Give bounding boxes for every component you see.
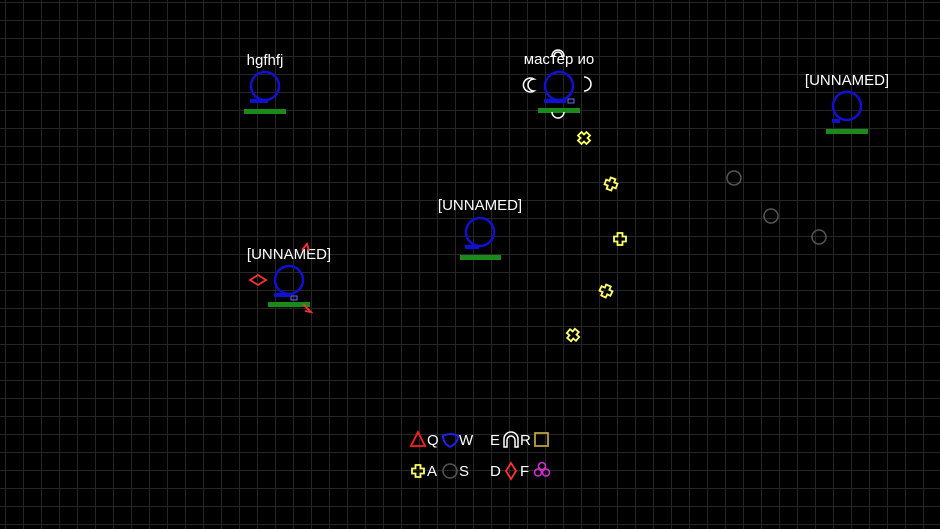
triangle-icon [409,429,427,447]
ability-r[interactable]: R [520,432,549,449]
ability-key-label: R [520,432,531,449]
arch-icon [503,431,519,448]
player-ring [249,70,281,102]
pickups [565,130,627,343]
ability-key-label: F [520,463,529,480]
trefoil-icon [533,461,551,477]
player-health-bar [538,108,580,113]
ability-key-label: D [490,463,501,480]
square-icon [534,432,549,447]
arch-shield-icon [583,76,592,92]
cross-pickup-icon [576,130,592,146]
ability-key-label: A [427,463,437,480]
mine-icon [726,170,742,186]
player-facing-marker [465,245,479,249]
player-ring [273,264,305,296]
ability-a[interactable]: A [411,463,437,480]
circle-icon [442,463,458,479]
player-hgfhfj: hgfhfj [244,52,286,114]
player-ring [831,90,863,122]
mines [726,170,827,245]
player-master-io: мастер ио [522,49,594,119]
player-unnamed-1: [UNNAMED] [805,72,889,134]
ability-key-label: E [490,432,500,449]
ability-s[interactable]: S [442,463,469,480]
cross-icon [411,464,425,478]
player-health-bar [826,129,868,134]
ability-f[interactable]: F [520,461,551,481]
ability-bar: Q W E R A S D F [409,429,551,481]
ability-d[interactable]: D [490,461,518,481]
heart-shield-icon [442,433,459,449]
arch-shield-icon [522,77,537,93]
cross-pickup-icon [613,232,627,246]
diamond-icon [504,461,518,481]
diamond-projectile-icon [248,273,268,287]
player-name-label: мастер ио [524,51,594,68]
player-health-bar [244,109,286,114]
red-projectile-icon [302,303,314,314]
red-projectile-icon [301,242,310,252]
player-ring [464,216,496,248]
arch-shield-icon [551,111,565,119]
player-health-bar [460,255,501,260]
mine-icon [763,208,779,224]
mine-icon [811,229,827,245]
player-name-label: [UNNAMED] [247,246,331,263]
player-name-label: hgfhfj [247,52,284,69]
ability-q[interactable]: Q [409,429,439,449]
player-unnamed-3: [UNNAMED] [247,242,331,314]
ability-e[interactable]: E [490,431,519,449]
ability-key-label: S [459,463,469,480]
player-ring [543,70,575,102]
cross-pickup-icon [598,283,614,299]
ability-key-label: Q [427,432,439,449]
player-facing-marker [544,99,566,103]
player-status-marker [290,295,298,301]
player-name-label: [UNNAMED] [438,197,522,214]
cross-pickup-icon [565,327,581,343]
player-facing-marker [250,99,268,103]
player-status-marker [567,98,575,104]
cross-pickup-icon [603,176,619,192]
player-facing-marker [832,119,840,123]
player-unnamed-2: [UNNAMED] [438,197,522,260]
ability-key-label: W [459,432,474,449]
player-facing-marker [274,293,290,297]
arch-shield-icon [551,49,565,57]
player-health-bar [268,302,310,307]
player-name-label: [UNNAMED] [805,72,889,89]
ability-w[interactable]: W [442,432,474,449]
